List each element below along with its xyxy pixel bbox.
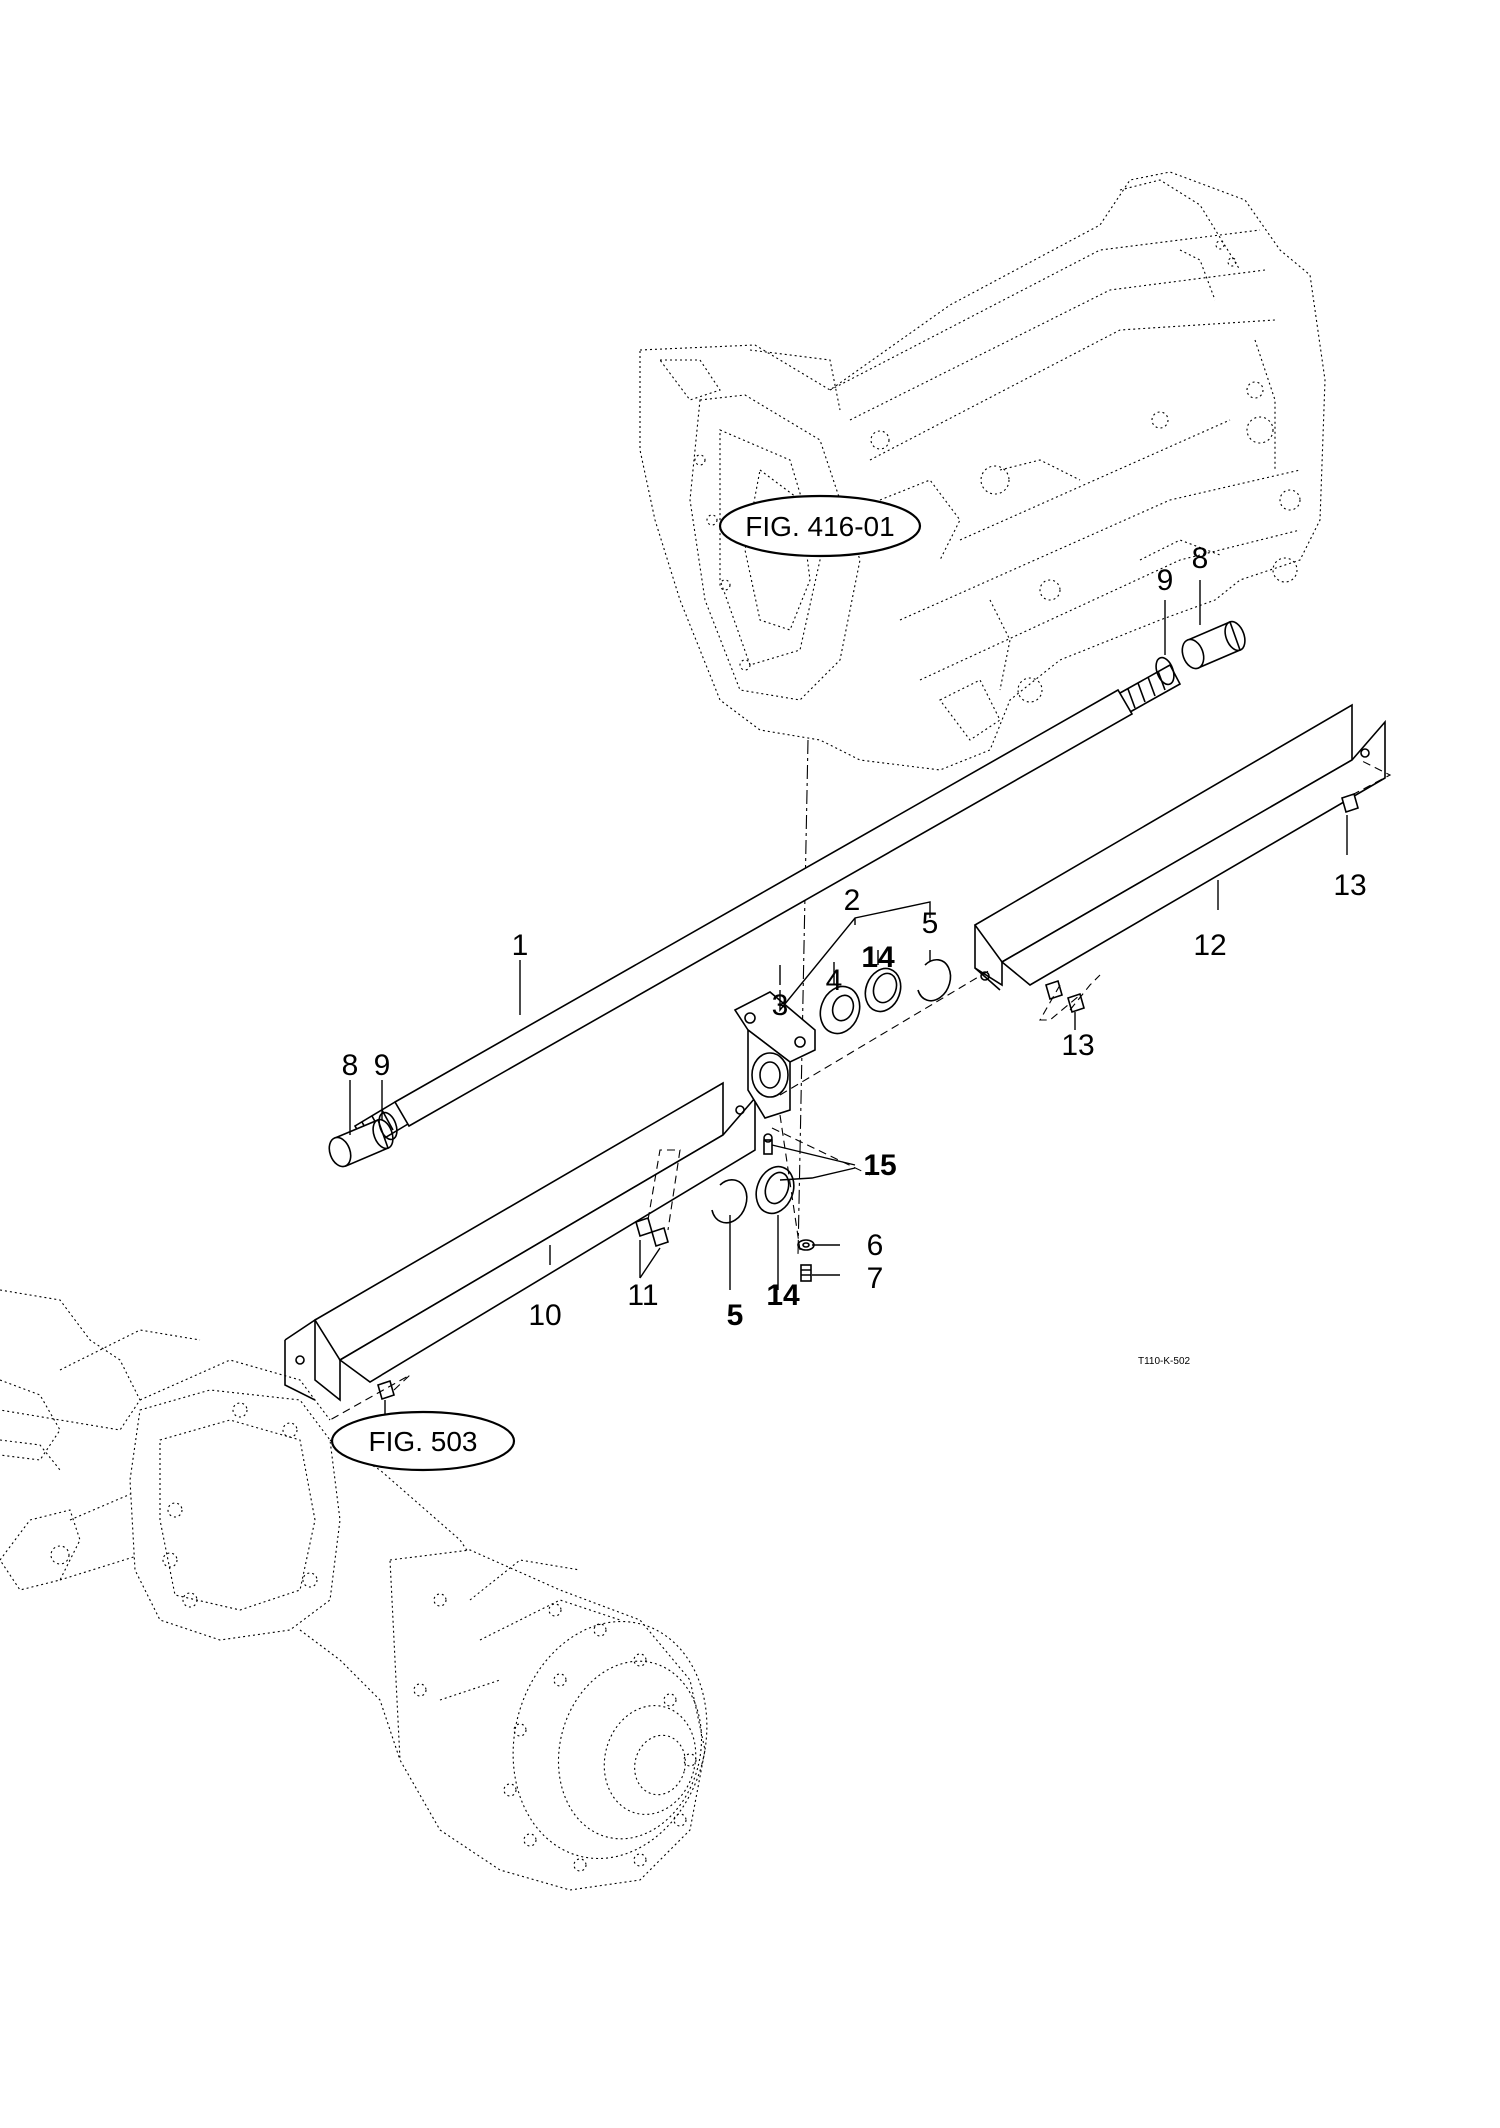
callout-11-upper: 11 <box>627 1279 658 1312</box>
callout-8-right: 8 <box>1192 542 1209 575</box>
callout-15: 15 <box>863 1149 896 1182</box>
assembly-lines <box>329 759 1392 1421</box>
callout-9-right: 9 <box>1157 564 1174 597</box>
snap-ring-left <box>378 1111 398 1141</box>
lower-guard <box>284 1081 756 1402</box>
grease-fitting <box>763 1133 773 1155</box>
bolt-13-c <box>1341 792 1359 814</box>
callout-1: 1 <box>512 929 529 962</box>
callout-12: 12 <box>1193 929 1226 962</box>
bearing-bracket <box>733 991 816 1119</box>
callout-2: 2 <box>844 884 861 917</box>
callout-13-right: 13 <box>1333 869 1366 902</box>
snap-ring-right <box>1155 656 1175 686</box>
callout-13-mid: 13 <box>1061 1029 1094 1062</box>
figure-ref-front-axle: FIG. 503 <box>330 1410 516 1472</box>
bolt-11-b <box>651 1226 669 1248</box>
center-line <box>797 739 809 1256</box>
leader-lines <box>349 580 1348 1420</box>
snap-ring-lower <box>711 1179 748 1224</box>
ball-bearing <box>819 985 861 1035</box>
callouts: 1 2 3 4 5 14 8 9 8 9 12 13 13 15 6 7 5 1… <box>342 542 1367 1457</box>
callout-6: 6 <box>867 1229 884 1262</box>
callout-14-bottom: 14 <box>766 1279 800 1312</box>
callout-5-top: 5 <box>922 907 939 940</box>
bushing-right <box>1181 620 1246 670</box>
snap-ring-upper <box>917 958 952 1002</box>
svg-text:FIG. 503: FIG. 503 <box>369 1426 478 1457</box>
oil-seal-lower <box>755 1165 795 1215</box>
bolt-13-a <box>1045 979 1063 1001</box>
washer <box>797 1239 815 1251</box>
callout-14-top: 14 <box>861 941 895 974</box>
svg-text:FIG. 416-01: FIG. 416-01 <box>745 511 894 542</box>
upper-guard <box>973 703 1386 991</box>
bolt-11-a <box>635 1216 653 1238</box>
callout-9-left: 9 <box>374 1049 391 1082</box>
drive-shaft <box>353 663 1182 1150</box>
transmission-housing <box>639 171 1326 771</box>
callout-3: 3 <box>772 989 789 1022</box>
bushing-left <box>328 1118 394 1168</box>
callout-10: 10 <box>528 1299 561 1332</box>
screw <box>800 1264 812 1282</box>
front-axle-housing <box>0 1289 708 1891</box>
figure-ref-transmission: FIG. 416-01 <box>718 494 922 558</box>
drawing-code: T110-K-502 <box>1138 1356 1191 1367</box>
bolt-11-c <box>377 1379 395 1401</box>
oil-seal-upper <box>864 967 902 1013</box>
callout-7: 7 <box>867 1262 884 1295</box>
callout-4: 4 <box>826 964 843 997</box>
callout-8-left: 8 <box>342 1049 359 1082</box>
callout-5-bottom: 5 <box>727 1299 744 1332</box>
